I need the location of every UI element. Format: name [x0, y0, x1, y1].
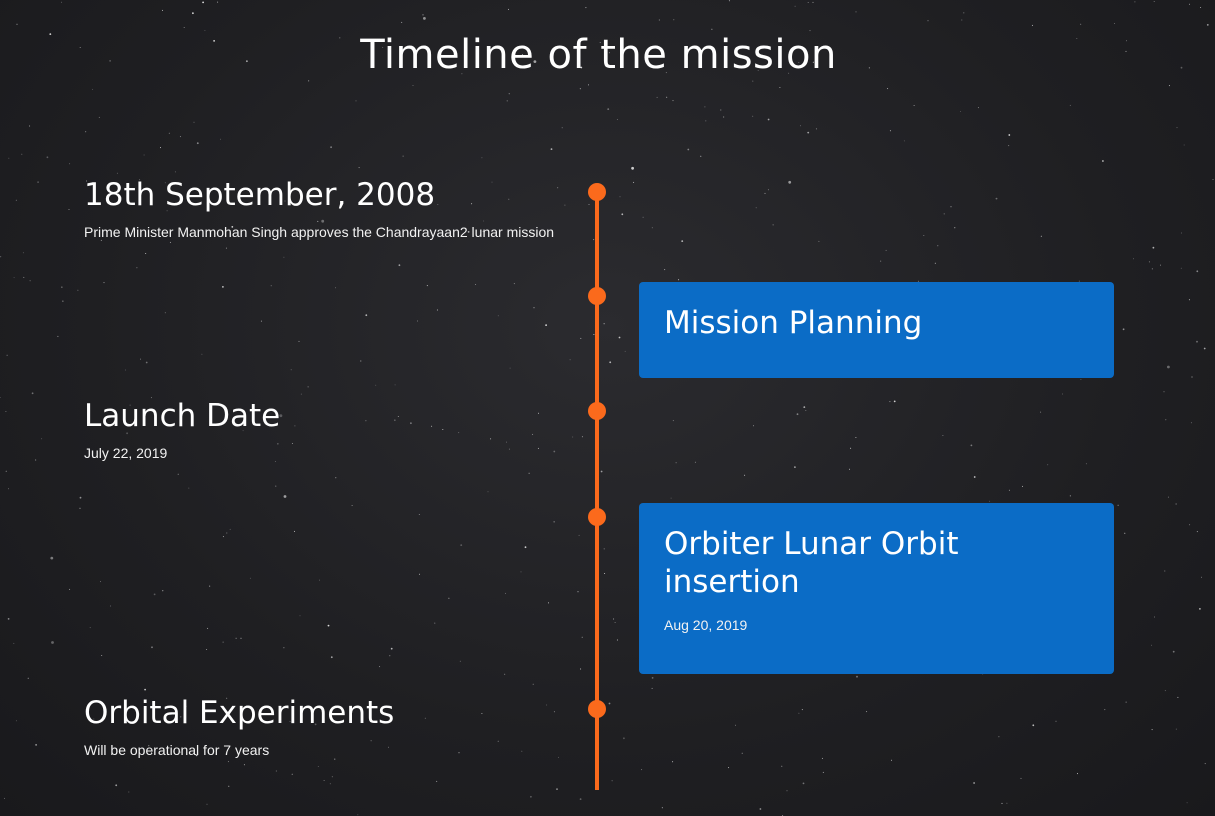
event-heading: Launch Date: [84, 398, 281, 434]
event-description: Will be operational for 7 years: [84, 742, 270, 758]
event-heading: Orbiter Lunar Orbit insertion: [664, 526, 959, 600]
timeline-event-approval: 18th September, 2008 Prime Minister Manm…: [84, 176, 574, 240]
event-heading: 18th September, 2008: [84, 177, 436, 213]
timeline-event-launch: Launch Date July 22, 2019: [84, 397, 574, 461]
timeline-card-mission-planning: Mission Planning: [639, 282, 1114, 378]
timeline-dot-4: [588, 508, 606, 526]
page-title: Timeline of the mission: [360, 32, 837, 78]
event-heading: Mission Planning: [664, 305, 923, 341]
timeline-event-orbital-experiments: Orbital Experiments Will be operational …: [84, 694, 574, 758]
event-description: Prime Minister Manmohan Singh approves t…: [84, 224, 555, 240]
timeline-dot-3: [588, 402, 606, 420]
timeline-card-lunar-orbit-insertion: Orbiter Lunar Orbit insertion Aug 20, 20…: [639, 503, 1114, 674]
timeline-dot-2: [588, 287, 606, 305]
event-heading: Orbital Experiments: [84, 695, 395, 731]
event-description: Aug 20, 2019: [664, 617, 748, 633]
timeline-dot-1: [588, 183, 606, 201]
timeline-line: [595, 190, 599, 790]
timeline-dot-5: [588, 700, 606, 718]
event-description: July 22, 2019: [84, 445, 168, 461]
